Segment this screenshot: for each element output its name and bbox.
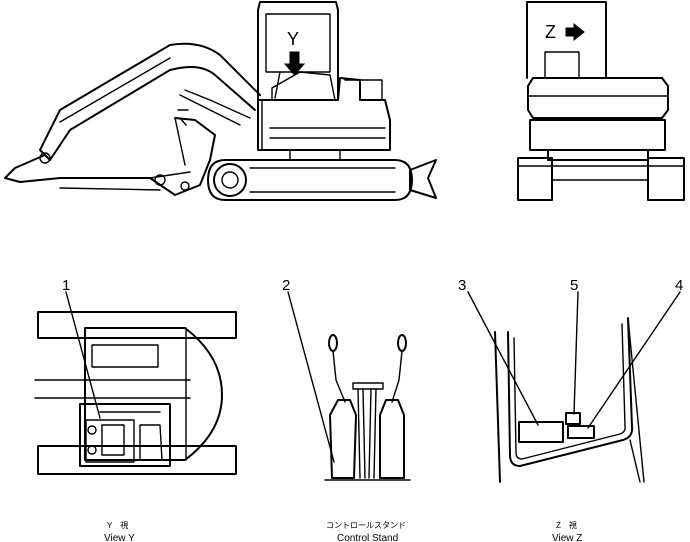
excavator-rear-view: Z <box>517 1 685 201</box>
view-z-panel <box>467 291 681 483</box>
boom <box>39 42 261 161</box>
view-z-callout-4: 4 <box>675 277 683 294</box>
arm-and-bucket <box>4 109 216 196</box>
control-stand-caption-jp: コントロールスタンド <box>326 521 406 530</box>
upper-structure <box>257 71 391 151</box>
control-stand-callout-2: 2 <box>282 277 290 294</box>
view-y-panel <box>34 291 237 475</box>
view-z-caption-en: View Z <box>552 533 582 542</box>
view-y-marker-arrow <box>283 51 306 76</box>
view-z-callout-5: 5 <box>570 277 578 294</box>
dozer-blade <box>409 159 437 199</box>
view-y-caption-en: View Y <box>104 533 135 542</box>
view-z-marker-arrow <box>565 22 585 42</box>
view-z-caption-jp: Z 視 <box>556 521 577 530</box>
control-stand-panel <box>287 291 411 481</box>
excavator-side-view: Y <box>4 1 437 201</box>
view-y-callout-1: 1 <box>62 277 70 294</box>
view-z-callout-3: 3 <box>458 277 466 294</box>
view-y-marker-letter: Y <box>287 29 299 49</box>
view-y-caption-jp: Y 視 <box>107 521 128 530</box>
control-stand-caption-en: Control Stand <box>337 533 398 542</box>
undercarriage <box>207 149 413 201</box>
view-z-marker-letter: Z <box>545 22 556 42</box>
